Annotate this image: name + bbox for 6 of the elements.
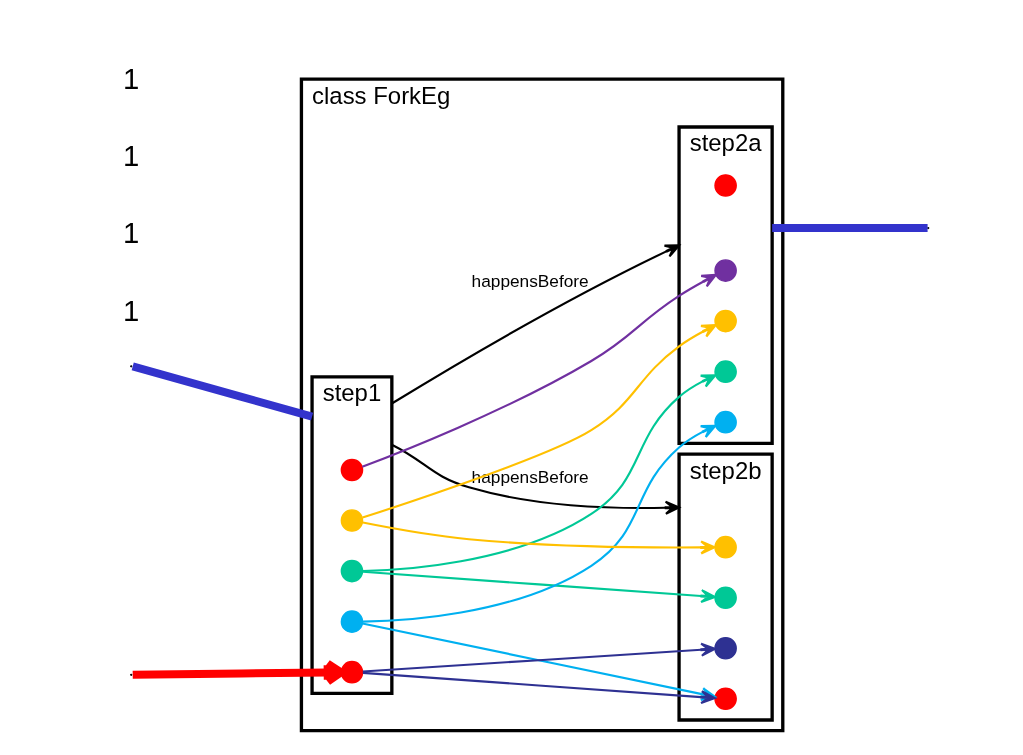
label: 1 [122,294,139,327]
label: 1 [122,140,139,173]
label: 1 [122,217,139,250]
label: 1 [122,63,139,96]
edge-label: happensBefore [471,271,589,292]
edge-label: happensBefore [471,466,589,487]
